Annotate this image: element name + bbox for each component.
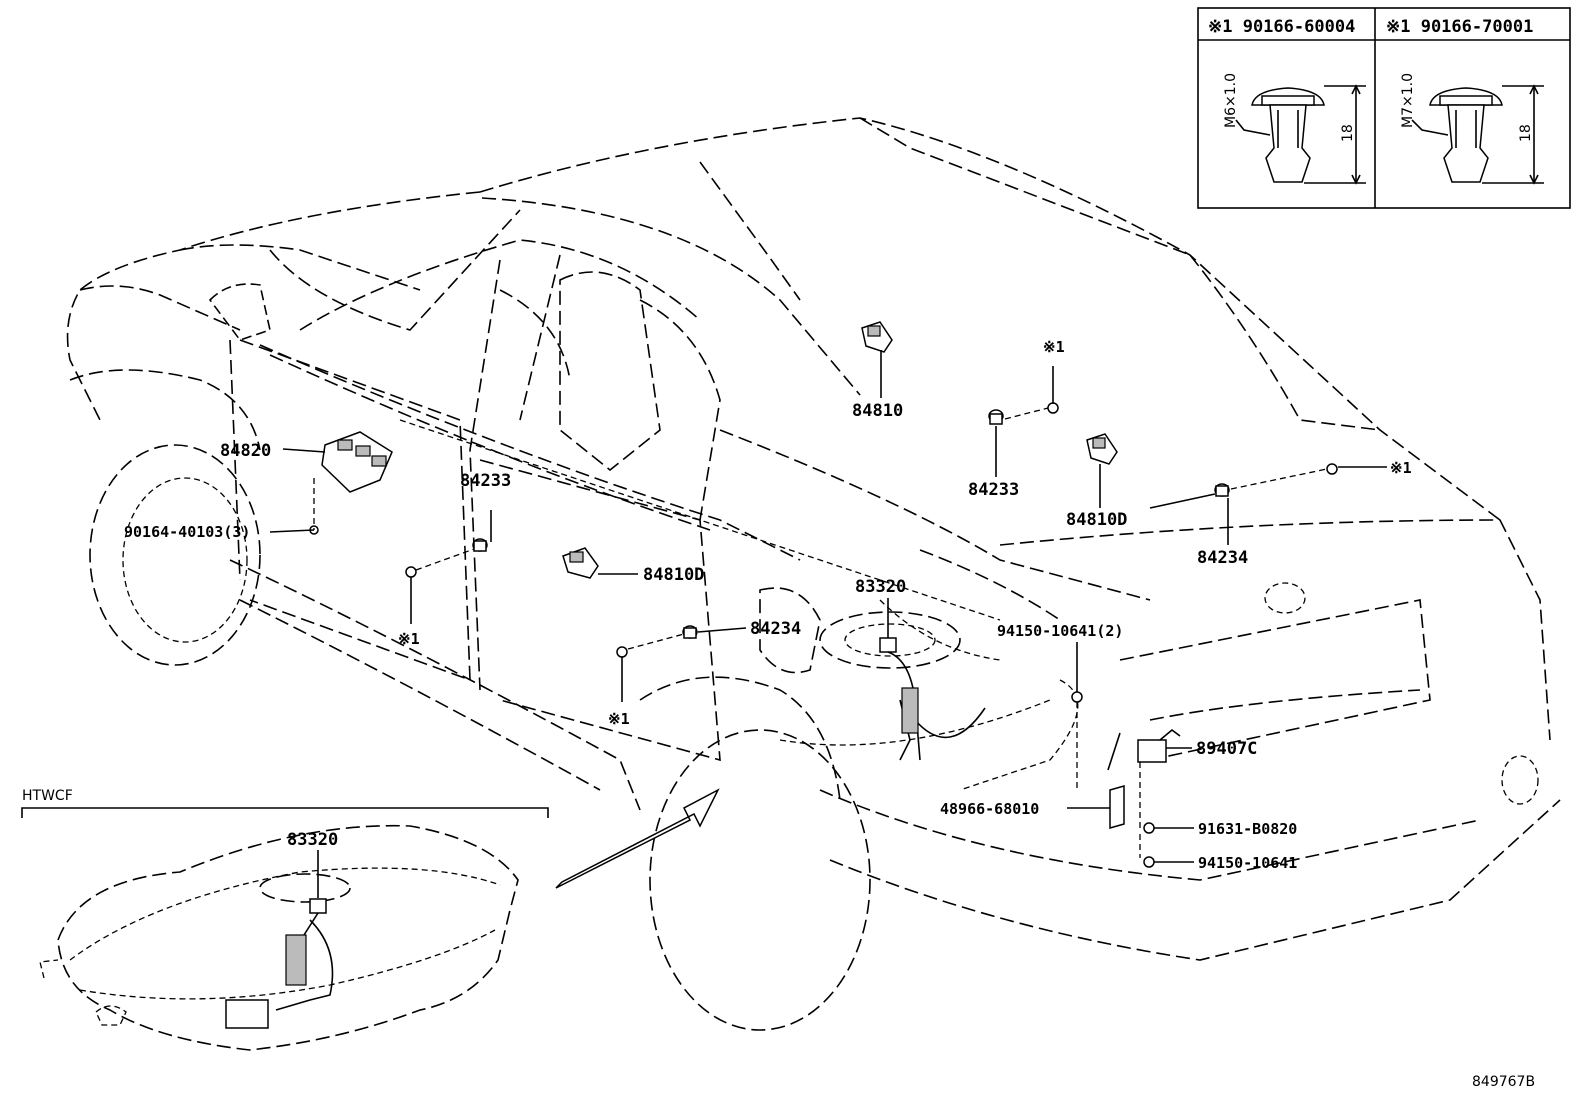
- label-84234-right: 84234: [1197, 548, 1248, 568]
- clip1-length-label: 18: [1340, 124, 1356, 142]
- vehicle-body-outline: [66, 117, 1561, 1031]
- label-94150-10641-2: 94150-10641(2): [997, 622, 1123, 640]
- window-switch-84810: [861, 321, 893, 353]
- clip2-thread-label: M7×1.0: [1400, 73, 1416, 128]
- clip2-length-label: 18: [1518, 124, 1534, 142]
- sensor-link-bracket-48966: [1109, 785, 1125, 829]
- fastener-spec-table: ※1 90166-60004 ※1 90166-70001 M6×1.0 18: [1197, 7, 1571, 209]
- detail-arrow: [555, 788, 720, 889]
- label-83320: 83320: [855, 577, 906, 597]
- window-switch-84810D-rear: [1086, 433, 1118, 465]
- table-header-col2: ※1 90166-70001: [1386, 17, 1533, 37]
- diagram-id: 849767B: [1472, 1074, 1535, 1090]
- mark-left: ※1: [398, 630, 420, 648]
- table-header-col1: ※1 90166-60004: [1208, 17, 1355, 37]
- clip1-thread-label: M6×1.0: [1223, 73, 1239, 128]
- label-84820: 84820: [220, 441, 271, 461]
- courtesy-switch-84233-right: [988, 409, 1004, 425]
- label-84810D-front: 84810D: [643, 565, 704, 585]
- label-84233-left: 84233: [460, 471, 511, 491]
- label-84810: 84810: [852, 401, 903, 421]
- label-94150-10641: 94150-10641: [1198, 854, 1297, 872]
- leader-lines: [269, 350, 1387, 863]
- inset-label-83320: 83320: [287, 830, 338, 850]
- courtesy-switch-84234-right: [1214, 483, 1230, 497]
- courtesy-switch-84234-center: [682, 625, 698, 639]
- mark-center: ※1: [608, 710, 630, 728]
- label-84234-center: 84234: [750, 619, 801, 639]
- window-switch-84810D-front: [562, 547, 599, 579]
- part-labels: 84820 90164-40103(3) 84233 84810 84233 8…: [124, 338, 1412, 872]
- clip-90166-70001-drawing: M7×1.0 18: [1400, 73, 1544, 185]
- power-window-master-switch-84820: [321, 431, 393, 493]
- clip-90166-60004-drawing: M6×1.0 18: [1223, 73, 1366, 185]
- label-89407C: 89407C: [1196, 739, 1257, 759]
- htwcf-fuel-tank-inset: HTWCF 83320: [21, 788, 549, 1051]
- courtesy-switch-84233-left: [472, 538, 488, 552]
- mark-top: ※1: [1043, 338, 1065, 356]
- label-90164-40103: 90164-40103(3): [124, 523, 250, 541]
- label-84233-right: 84233: [968, 480, 1019, 500]
- height-control-sensor-89407C: [1107, 728, 1181, 771]
- label-84810D-rear: 84810D: [1066, 510, 1127, 530]
- inset-title: HTWCF: [22, 788, 73, 804]
- label-91631-B0820: 91631-B0820: [1198, 820, 1297, 838]
- mark-right: ※1: [1390, 459, 1412, 477]
- fuel-sender-gauge-83320: [879, 637, 986, 761]
- label-48966-68010: 48966-68010: [940, 800, 1039, 818]
